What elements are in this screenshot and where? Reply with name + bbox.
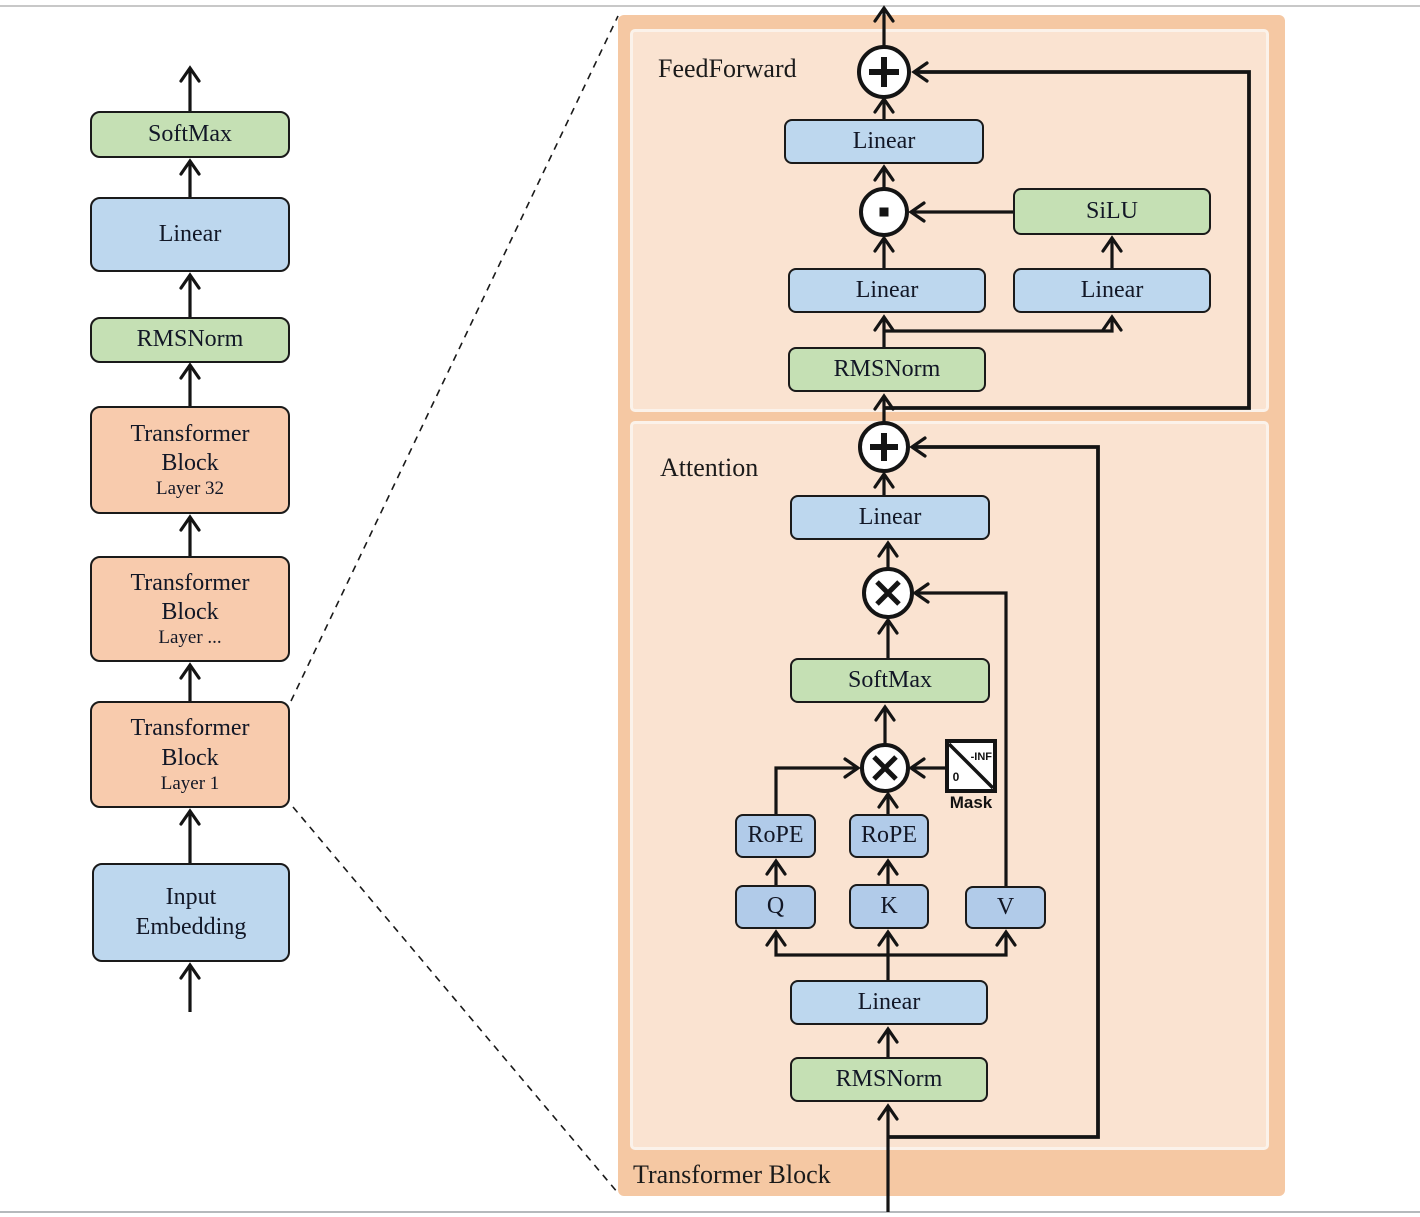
rope-label: RoPE xyxy=(860,822,917,849)
ff-linear-up-box: Linear xyxy=(1013,268,1211,313)
rope-q-wire-to-matmul xyxy=(774,757,861,814)
fanout-to-v xyxy=(888,929,1017,957)
fanout-to-q xyxy=(765,929,888,957)
softmax-label: SoftMax xyxy=(848,666,932,693)
zoom-link-top xyxy=(290,15,619,702)
arrow-rmsnorm-branch-to-up xyxy=(884,314,1123,333)
linear-label: Linear xyxy=(858,503,922,530)
mask-diagonal xyxy=(947,742,995,790)
plus-icon xyxy=(870,433,898,461)
rope-label: RoPE xyxy=(747,822,804,849)
value-wire-to-matmul xyxy=(912,582,1008,886)
input-embedding-line2: Embedding xyxy=(135,913,247,940)
key-box: K xyxy=(849,884,929,929)
ff-rmsnorm-box: RMSNorm xyxy=(788,347,986,392)
linear-label: Linear xyxy=(857,988,921,1015)
rmsnorm-label: RMSNorm xyxy=(136,326,244,353)
block-layer-label: Layer 32 xyxy=(155,478,225,500)
rope-k-box: RoPE xyxy=(849,814,929,858)
block-layer-label: Layer 1 xyxy=(160,772,220,794)
silu-label: SiLU xyxy=(1085,197,1138,224)
zoom-link-lines xyxy=(290,15,619,1194)
causal-mask-symbol: -INF 0 Mask xyxy=(945,739,997,812)
attn-linear-out-box: Linear xyxy=(790,495,990,540)
block-layer-label: Layer ... xyxy=(158,627,222,649)
mask-zero-label: 0 xyxy=(953,770,960,784)
ff-silu-box: SiLU xyxy=(1013,188,1211,235)
multiply-icon xyxy=(872,755,898,781)
attn-rmsnorm-box: RMSNorm xyxy=(790,1057,988,1102)
left-rmsnorm-box: RMSNorm xyxy=(90,317,290,363)
attention-section-label: Attention xyxy=(660,453,759,482)
feedforward-wires xyxy=(873,5,1251,423)
mask-neg-inf-label: -INF xyxy=(971,751,993,763)
feedforward-section-label: FeedForward xyxy=(658,54,797,83)
bottom-border-line xyxy=(0,1211,1420,1213)
softmax-label: SoftMax xyxy=(148,120,232,147)
query-box: Q xyxy=(735,885,816,929)
linear-label: Linear xyxy=(1080,276,1144,303)
block-title-line1: Transformer xyxy=(130,569,250,596)
top-border-line xyxy=(0,5,1420,7)
linear-label: Linear xyxy=(855,276,919,303)
zoom-link-bottom xyxy=(292,806,619,1194)
transformer-block-layer1-box: Transformer Block Layer 1 xyxy=(90,701,290,808)
ff-linear-gate-box: Linear xyxy=(788,268,986,313)
ff-linear-out-box: Linear xyxy=(784,119,984,164)
attention-residual-wire xyxy=(888,436,1100,1139)
multiply-icon xyxy=(875,580,901,606)
left-softmax-box: SoftMax xyxy=(90,111,290,158)
attention-matmul-lower-node xyxy=(860,743,910,793)
attention-wires xyxy=(765,436,1100,1212)
input-embedding-line1: Input xyxy=(165,884,217,911)
block-title-line1: Transformer xyxy=(130,715,250,742)
feedforward-residual-wire xyxy=(884,61,1251,410)
attention-add-node xyxy=(858,421,910,473)
ff-elementwise-multiply-node xyxy=(859,187,909,237)
transformer-block-layerdots-box: Transformer Block Layer ... xyxy=(90,556,290,662)
rmsnorm-label: RMSNorm xyxy=(833,355,941,382)
attn-softmax-box: SoftMax xyxy=(790,658,990,703)
v-label: V xyxy=(996,893,1015,920)
plus-icon xyxy=(869,57,899,87)
linear-label: Linear xyxy=(158,220,222,247)
transformer-block-layer32-box: Transformer Block Layer 32 xyxy=(90,406,290,514)
input-embedding-box: Input Embedding xyxy=(92,863,290,962)
block-title-line2: Block xyxy=(161,744,219,771)
operator-nodes: -INF 0 Mask xyxy=(857,45,997,812)
block-title-line2: Block xyxy=(161,599,219,626)
attention-matmul-upper-node xyxy=(862,567,914,619)
block-title-line1: Transformer xyxy=(130,420,250,447)
attn-linear-in-box: Linear xyxy=(790,980,988,1025)
left-linear-box: Linear xyxy=(90,197,290,272)
mask-label: Mask xyxy=(950,793,993,812)
linear-label: Linear xyxy=(852,127,916,154)
dot-icon xyxy=(879,207,889,217)
transformer-block-panel-label: Transformer Block xyxy=(633,1160,831,1189)
block-title-line2: Block xyxy=(161,450,219,477)
ff-add-node xyxy=(857,45,911,99)
q-label: Q xyxy=(766,893,785,920)
value-box: V xyxy=(965,886,1046,929)
k-label: K xyxy=(880,892,898,919)
rope-q-box: RoPE xyxy=(735,814,816,858)
rmsnorm-label: RMSNorm xyxy=(835,1065,943,1092)
